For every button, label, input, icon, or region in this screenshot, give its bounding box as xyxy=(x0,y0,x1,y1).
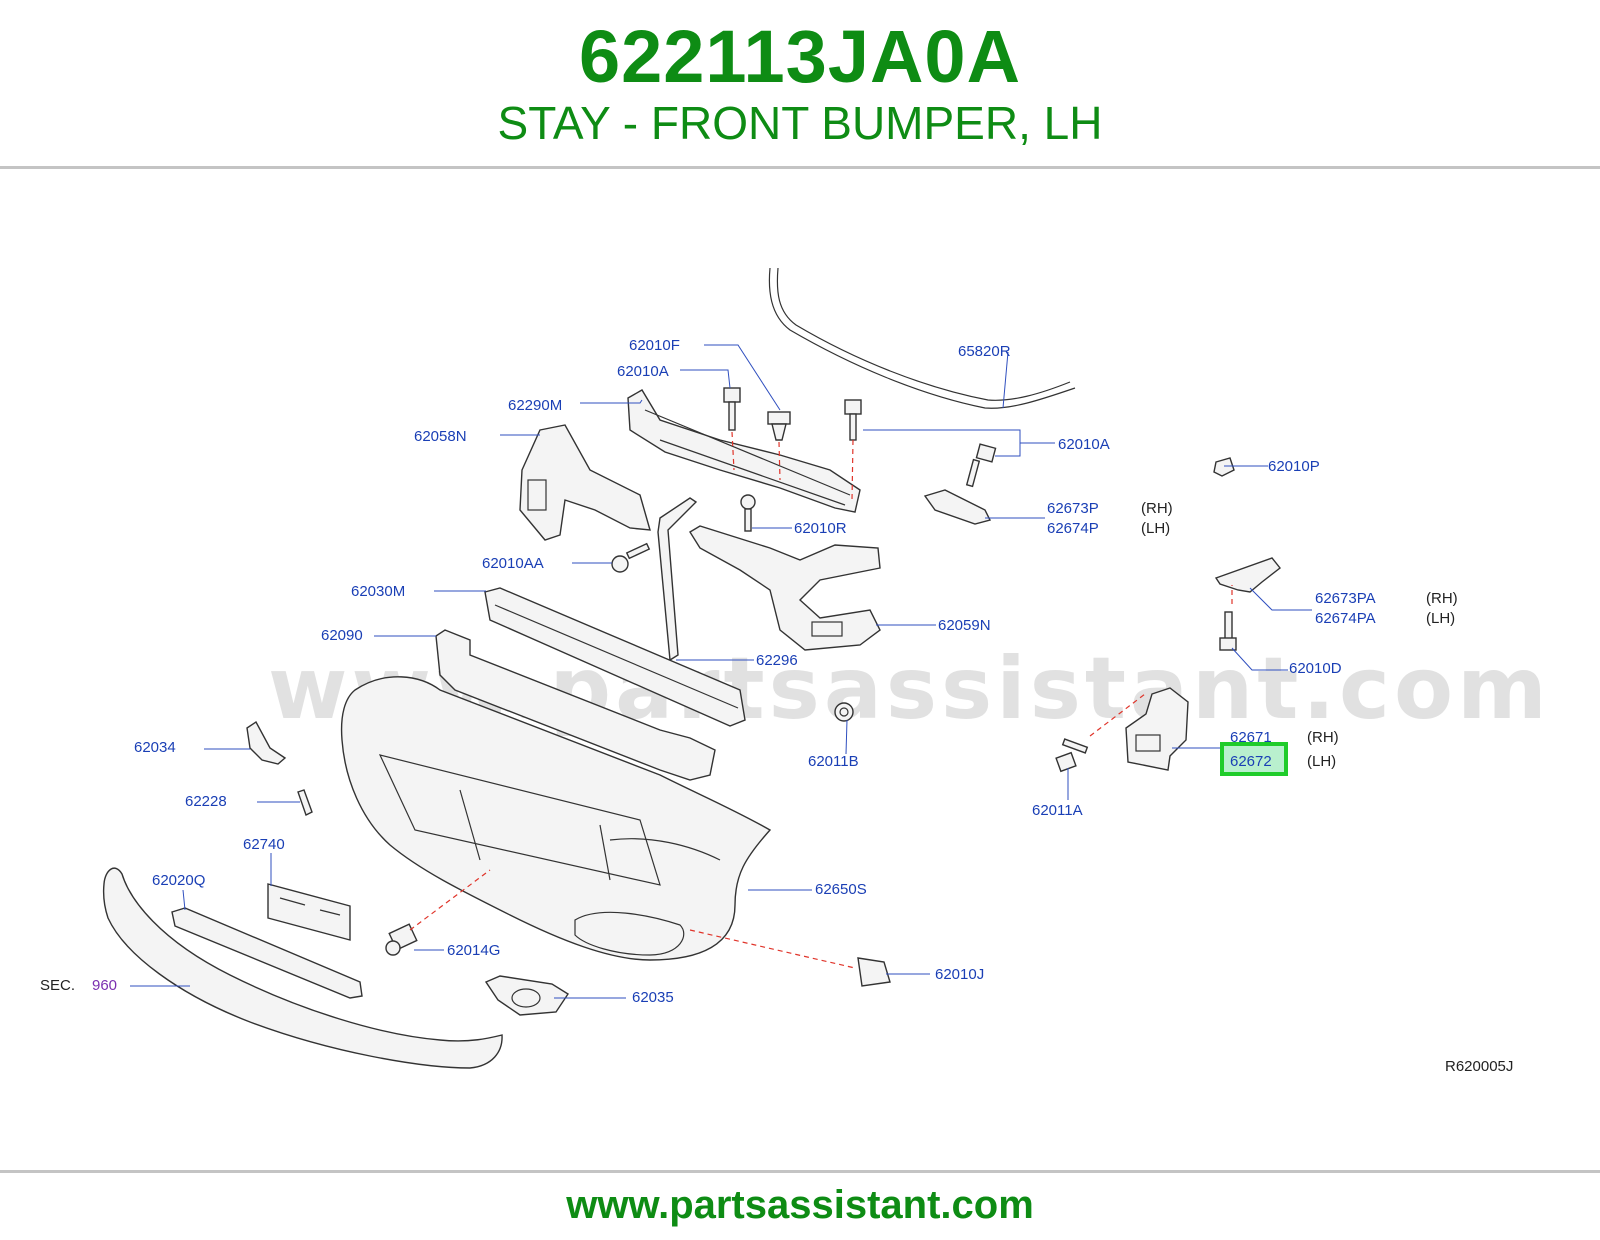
callout-62010A-upper[interactable]: 62010A xyxy=(617,363,669,380)
note-rh-2: (RH) xyxy=(1426,590,1458,607)
part-62228 xyxy=(297,789,313,816)
sec-960-link[interactable]: 960 xyxy=(92,977,117,994)
note-lh-2: (LH) xyxy=(1426,610,1455,627)
dashed-line-c xyxy=(851,439,854,501)
note-rh-3: (RH) xyxy=(1307,729,1339,746)
callout-62035[interactable]: 62035 xyxy=(632,989,674,1006)
bolt-62010A-side xyxy=(965,443,997,488)
callout-62650S[interactable]: 62650S xyxy=(815,881,867,898)
callout-62673P[interactable]: 62673P xyxy=(1047,500,1099,517)
callout-62010D[interactable]: 62010D xyxy=(1289,660,1342,677)
bolt-62010D xyxy=(1219,611,1237,651)
callout-62296[interactable]: 62296 xyxy=(756,652,798,669)
bolt-62010R xyxy=(740,494,756,532)
callout-62010AA[interactable]: 62010AA xyxy=(482,555,544,572)
part-description: STAY - FRONT BUMPER, LH xyxy=(497,97,1103,149)
highlighted-part-box xyxy=(1220,742,1288,776)
note-lh-3: (LH) xyxy=(1307,753,1336,770)
grommet-62014G xyxy=(385,923,418,956)
bolt-62010A-upper-right xyxy=(844,399,862,441)
footer-site-url[interactable]: www.partsassistant.com xyxy=(566,1183,1034,1227)
callout-62034[interactable]: 62034 xyxy=(134,739,176,756)
callout-62010J[interactable]: 62010J xyxy=(935,966,984,983)
callout-62674P[interactable]: 62674P xyxy=(1047,520,1099,537)
callout-62090[interactable]: 62090 xyxy=(321,627,363,644)
part-62673PA xyxy=(1214,557,1281,593)
part-62010P xyxy=(1213,457,1235,477)
callout-62674PA[interactable]: 62674PA xyxy=(1315,610,1376,627)
part-62672-stay xyxy=(1125,687,1189,771)
callout-62058N[interactable]: 62058N xyxy=(414,428,467,445)
part-sec-960-lip xyxy=(102,867,503,1069)
callout-62030M[interactable]: 62030M xyxy=(351,583,405,600)
leader-lines xyxy=(130,344,1312,999)
part-65820R xyxy=(768,267,1076,409)
part-62035 xyxy=(484,975,569,1016)
callout-62010A-right[interactable]: 62010A xyxy=(1058,436,1110,453)
sec-label: SEC. xyxy=(40,977,75,994)
callout-62671[interactable]: 62671 xyxy=(1230,729,1272,746)
clip-62010F xyxy=(767,411,791,441)
part-62030M xyxy=(484,587,746,727)
callout-62011B[interactable]: 62011B xyxy=(808,753,859,770)
bolt-62011A xyxy=(1055,738,1089,773)
callout-62672[interactable]: 62672 xyxy=(1230,753,1272,770)
bolt-62010AA xyxy=(611,542,651,573)
callout-62010F[interactable]: 62010F xyxy=(629,337,680,354)
part-62034 xyxy=(246,720,287,765)
note-rh-1: (RH) xyxy=(1141,500,1173,517)
part-62673P xyxy=(923,489,992,525)
part-62090 xyxy=(435,629,716,781)
callout-62673PA[interactable]: 62673PA xyxy=(1315,590,1376,607)
dashed-line-e xyxy=(1089,693,1146,737)
part-62059N xyxy=(689,525,881,651)
note-lh-1: (LH) xyxy=(1141,520,1170,537)
dashed-line-f xyxy=(409,869,491,931)
part-62740 xyxy=(267,883,351,941)
dashed-line-a xyxy=(731,431,735,471)
bolt-62010A-upper-left xyxy=(723,387,741,431)
dashed-line-b xyxy=(778,441,781,481)
callout-62059N[interactable]: 62059N xyxy=(938,617,991,634)
page-header: 622113JA0A STAY - FRONT BUMPER, LH xyxy=(0,0,1600,168)
diagram-code: R620005J xyxy=(1445,1058,1513,1075)
callout-62020Q[interactable]: 62020Q xyxy=(152,872,205,889)
callout-62228[interactable]: 62228 xyxy=(185,793,227,810)
dashed-line-g xyxy=(689,929,856,969)
callout-62014G[interactable]: 62014G xyxy=(447,942,500,959)
callout-62740[interactable]: 62740 xyxy=(243,836,285,853)
footer-divider xyxy=(0,1170,1600,1173)
part-62058N xyxy=(519,424,651,541)
callout-62010P[interactable]: 62010P xyxy=(1268,458,1320,475)
header-divider xyxy=(0,166,1600,169)
callout-65820R[interactable]: 65820R xyxy=(958,343,1011,360)
callout-62290M[interactable]: 62290M xyxy=(508,397,562,414)
callout-62010R[interactable]: 62010R xyxy=(794,520,847,537)
part-62296 xyxy=(657,497,698,662)
parts-diagram: www.partsassistant.com xyxy=(40,267,1547,1075)
part-number-title: 622113JA0A xyxy=(578,15,1022,98)
callout-62011A[interactable]: 62011A xyxy=(1032,802,1083,819)
part-62010J xyxy=(857,957,891,987)
nut-62011B xyxy=(834,702,854,722)
part-62650S xyxy=(340,676,772,961)
